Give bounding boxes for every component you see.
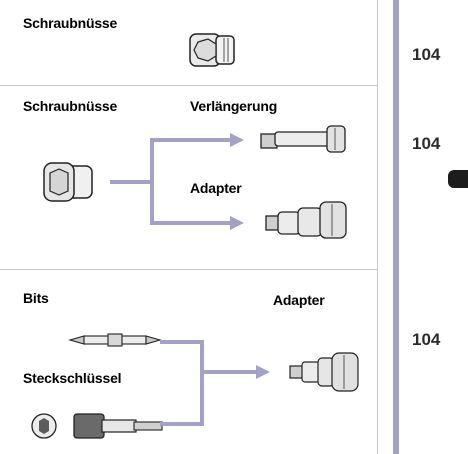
section2-title: Schraubnüsse [23,98,118,114]
bits-label: Bits [23,290,49,306]
double-bit-image [67,333,163,347]
panel-border [377,0,378,454]
page-number: 104 [412,134,441,153]
sidebar-accent-bar [393,0,399,454]
section-divider [0,85,378,86]
adapter-label: Adapter [190,180,242,196]
partial-tool-image [448,170,468,188]
merge-arrows [160,340,270,426]
section-divider [0,269,378,270]
socket-image [189,33,235,67]
socket-image [43,162,93,202]
section1-title: Schraubnüsse [23,15,118,31]
socket-wrench-label: Steckschlüssel [23,370,122,386]
extension-label: Verlängerung [190,98,278,114]
socket-wrench-image [31,413,163,439]
adapter-image [265,201,347,239]
page-number: 104 [412,330,441,349]
fork-arrows [110,133,244,230]
adapter-label: Adapter [273,292,325,308]
bit-adapter-image [289,352,359,392]
extension-bar-image [260,125,346,153]
page-number: 104 [412,45,441,64]
